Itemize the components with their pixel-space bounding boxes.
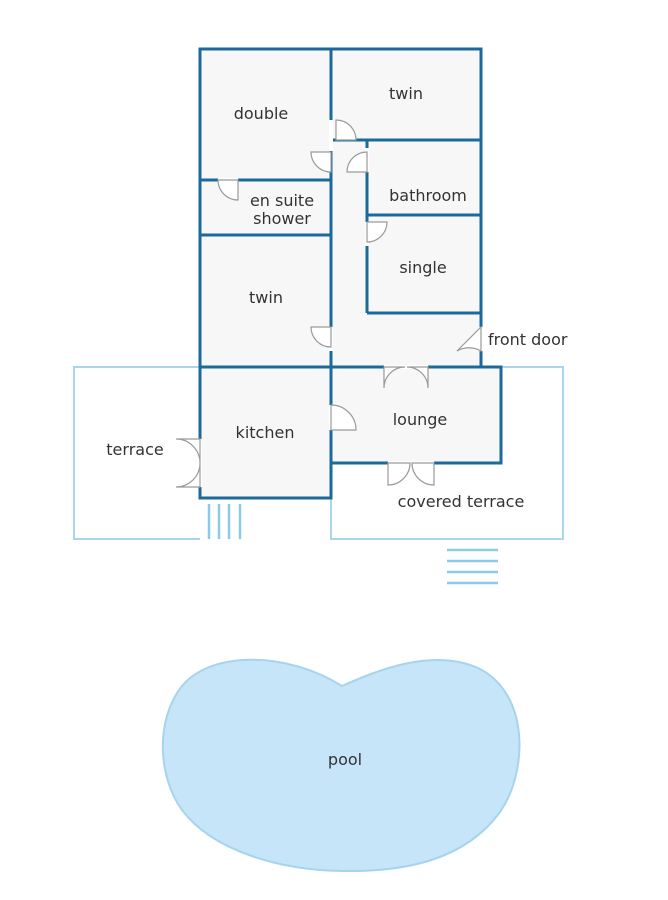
- label-front-door: front door: [488, 330, 568, 349]
- label-single: single: [399, 258, 446, 277]
- door-ensuite: [217, 179, 239, 201]
- label-lounge: lounge: [393, 410, 448, 429]
- outdoor-areas: [73, 366, 564, 540]
- steps-covered-terrace: [447, 548, 498, 585]
- room-fills: [200, 49, 501, 498]
- room-labels: double twin en suite shower bathroom sin…: [106, 84, 568, 769]
- label-ensuite-line1: en suite: [250, 191, 314, 210]
- pool-shape: [161, 658, 521, 873]
- label-double: double: [234, 104, 289, 123]
- covered-terrace-outline: [330, 366, 564, 540]
- door-covered-terrace-right: [411, 462, 435, 486]
- label-twin-top: twin: [389, 84, 423, 103]
- door-kitchen-lounge: [330, 404, 357, 431]
- door-twin-top: [335, 119, 357, 141]
- label-ensuite-line2: shower: [253, 209, 311, 228]
- kitchen-wall: [198, 365, 333, 500]
- steps-kitchen: [207, 504, 242, 539]
- label-kitchen: kitchen: [236, 423, 295, 442]
- door-lounge-right: [406, 366, 429, 389]
- label-pool: pool: [328, 750, 362, 769]
- door-double: [310, 151, 332, 173]
- label-terrace: terrace: [106, 440, 163, 459]
- door-terrace-bottom: [175, 462, 201, 488]
- door-terrace-top: [175, 438, 201, 464]
- door-single: [366, 221, 388, 243]
- door-front: [456, 325, 482, 353]
- label-bathroom: bathroom: [389, 186, 467, 205]
- door-swings: [175, 119, 482, 488]
- door-twin-middle: [310, 326, 332, 348]
- door-covered-terrace-left: [387, 462, 411, 486]
- label-twin-middle: twin: [249, 288, 283, 307]
- door-bathroom: [346, 151, 368, 173]
- door-lounge-left: [383, 366, 406, 389]
- terrace-outline: [73, 366, 200, 540]
- label-covered-terrace: covered terrace: [398, 492, 525, 511]
